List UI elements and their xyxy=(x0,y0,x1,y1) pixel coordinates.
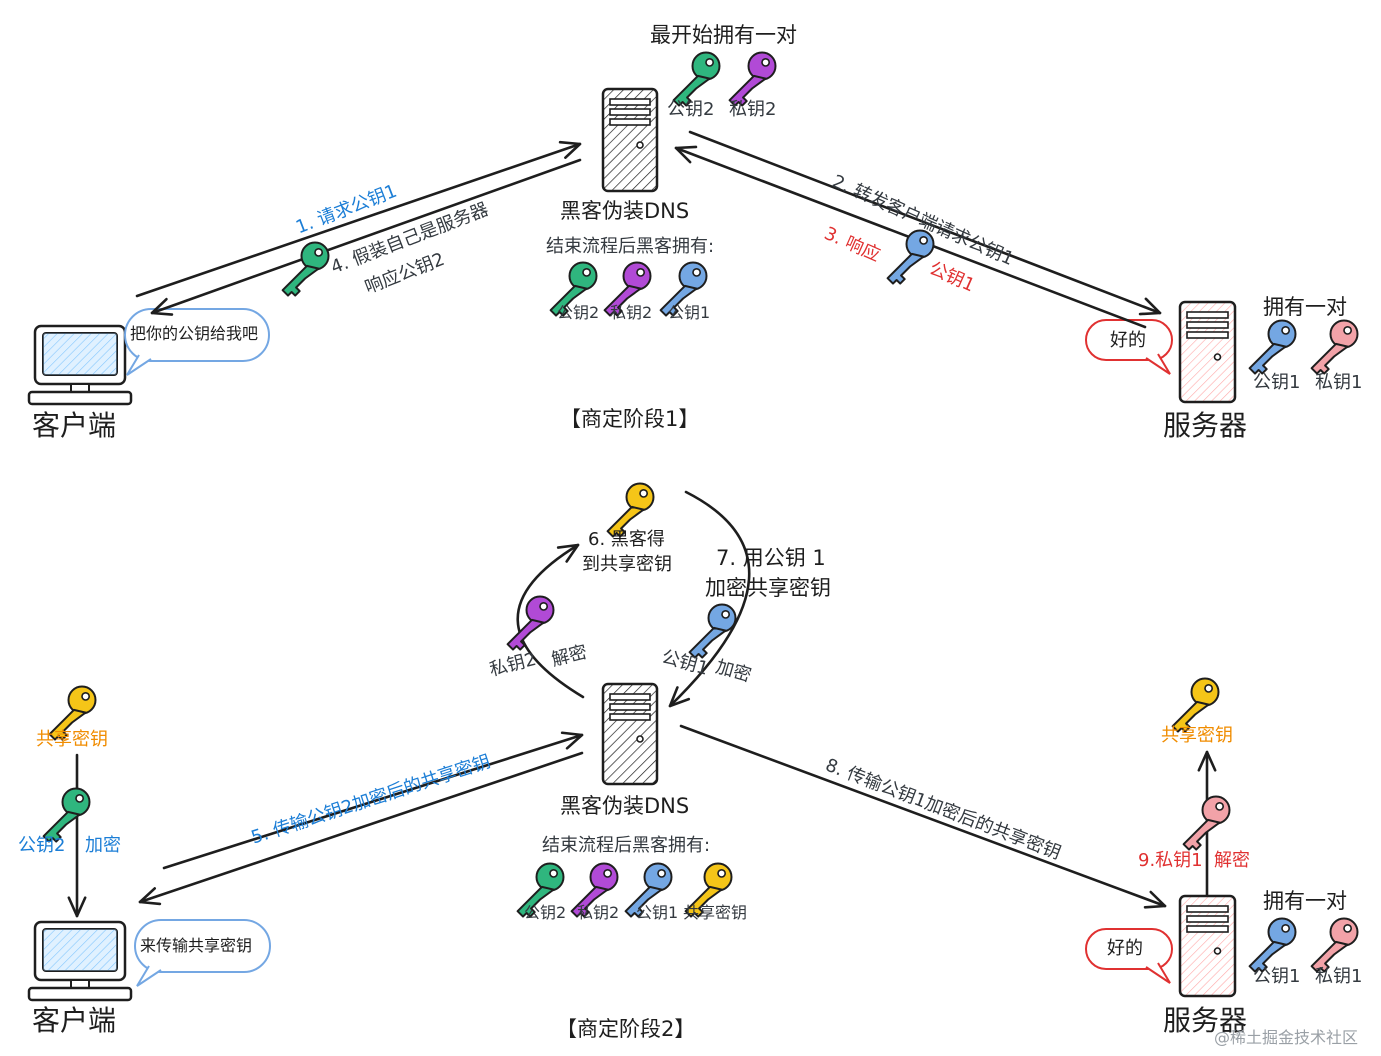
p2-arrow-step7 xyxy=(668,490,751,708)
p2-server-icon xyxy=(1178,894,1237,998)
p2-end-key-4: 共享密钥 xyxy=(683,903,748,922)
p2-step7-line1: 7. 用公钥 1 xyxy=(716,546,826,570)
p2-encrypt-key-icon xyxy=(688,603,737,659)
watermark: @稀土掘金技术社区 xyxy=(1214,1028,1359,1047)
p2-client-shared-key-label: 共享密钥 xyxy=(36,729,108,750)
p2-step7-line2: 加密共享密钥 xyxy=(705,576,831,600)
p2-client-bubble-text: 来传输共享密钥 xyxy=(140,936,253,955)
p2-server-key-private1-label: 私钥1 xyxy=(1315,966,1363,987)
p2-arrow-step5-return xyxy=(138,751,584,906)
p2-step9-action-label: 解密 xyxy=(1214,850,1250,871)
p2-server-key-public1-label: 公钥1 xyxy=(1253,966,1301,987)
p1-client-bubble xyxy=(124,308,270,376)
p1-end-key-1: 公钥2 xyxy=(557,303,600,322)
p2-client-shared-key-icon xyxy=(48,685,97,741)
p1-server-key-private1-label: 私钥1 xyxy=(1315,372,1363,393)
p2-client-computer-icon xyxy=(27,920,133,1002)
p2-arrow-step6 xyxy=(516,543,585,699)
p2-end-key-green-icon xyxy=(516,862,565,918)
p2-server-label: 服务器 xyxy=(1163,1004,1248,1037)
p1-step3-key-icon xyxy=(886,229,935,285)
p1-hacker-private-key2-icon xyxy=(728,51,777,107)
p2-hacker-shared-key-icon xyxy=(606,482,655,538)
p1-end-key-3: 公钥1 xyxy=(668,303,711,322)
p1-top-caption: 最开始拥有一对 xyxy=(650,23,797,47)
p1-server-public-key1-icon xyxy=(1248,319,1297,375)
p2-end-key-3: 公钥1 xyxy=(636,903,679,922)
p2-client-enc-key-icon xyxy=(42,787,91,843)
p1-hacker-key-private2-label: 私钥2 xyxy=(729,99,777,120)
p1-end-key-green-icon xyxy=(549,261,598,317)
p1-hacker-public-key2-icon xyxy=(672,51,721,107)
p1-end-key-purple-icon xyxy=(603,261,652,317)
p1-client-label: 客户端 xyxy=(32,409,117,442)
p2-client-enc-key-label: 公钥2 xyxy=(18,835,66,856)
p1-end-key-2: 私钥2 xyxy=(610,303,653,322)
p1-server-key-public1-label: 公钥1 xyxy=(1253,372,1301,393)
p2-stage-label: 【商定阶段2】 xyxy=(556,1017,696,1041)
p1-end-caption: 结束流程后黑客拥有: xyxy=(546,236,715,257)
p1-server-icon xyxy=(1178,300,1237,404)
p1-server-pair-caption: 拥有一对 xyxy=(1263,295,1347,319)
p2-client-bubble xyxy=(134,919,271,987)
p1-server-label: 服务器 xyxy=(1163,409,1248,442)
p2-server-shared-key-icon xyxy=(1171,677,1220,733)
p1-client-computer-icon xyxy=(27,324,133,406)
p2-decrypt-key-icon xyxy=(506,595,555,651)
p2-server-public-key1-icon xyxy=(1248,917,1297,973)
p2-end-key-purple-icon xyxy=(570,862,619,918)
p2-server-pair-caption: 拥有一对 xyxy=(1263,889,1347,913)
p2-server-bubble-text: 好的 xyxy=(1107,938,1143,959)
p1-arrow-step2 xyxy=(688,130,1162,316)
p2-server-shared-key-label: 共享密钥 xyxy=(1161,725,1233,746)
p1-end-key-blue-icon xyxy=(659,261,708,317)
p2-hacker-server-icon xyxy=(601,682,659,786)
p2-client-label: 客户端 xyxy=(32,1004,117,1037)
p2-arrow-client-encrypt xyxy=(67,753,87,918)
p2-end-key-blue-icon xyxy=(624,862,673,918)
p1-hacker-server-icon xyxy=(601,87,659,193)
p2-hacker-label: 黑客伪装DNS xyxy=(560,794,690,818)
p2-step9-key-label: 9.私钥1 xyxy=(1138,850,1203,871)
p1-client-bubble-text: 把你的公钥给我吧 xyxy=(130,324,259,343)
p1-step4-key-icon xyxy=(281,241,330,297)
p2-end-caption: 结束流程后黑客拥有: xyxy=(542,835,711,856)
p2-end-key-yellow-icon xyxy=(684,862,733,918)
p2-step9-key-icon xyxy=(1182,795,1231,851)
p2-end-key-1: 公钥2 xyxy=(524,903,567,922)
p1-hacker-label: 黑客伪装DNS xyxy=(560,199,690,223)
p1-server-private-key1-icon xyxy=(1310,319,1359,375)
p1-server-bubble-text: 好的 xyxy=(1110,330,1146,351)
p2-step6-line2: 到共享密钥 xyxy=(582,554,672,575)
p2-end-key-2: 私钥2 xyxy=(577,903,620,922)
p2-arrow-step5 xyxy=(162,731,584,870)
p1-hacker-key-public2-label: 公钥2 xyxy=(667,99,715,120)
p2-arrow-step8 xyxy=(679,724,1167,909)
p2-step6-line1: 6. 黑客得 xyxy=(588,529,665,550)
p2-client-enc-action-label: 加密 xyxy=(85,835,121,856)
p1-arrow-step1 xyxy=(135,140,582,298)
p1-stage-label: 【商定阶段1】 xyxy=(560,407,700,431)
p2-server-bubble xyxy=(1085,928,1173,984)
p2-server-private-key1-icon xyxy=(1310,917,1359,973)
p1-arrow-step4 xyxy=(150,158,582,316)
